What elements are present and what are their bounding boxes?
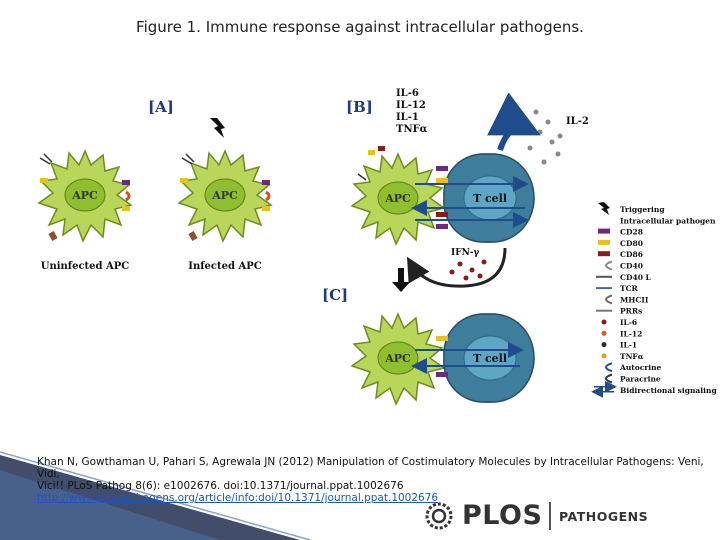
legend-icon-13: [601, 353, 607, 359]
plos-open-access-icon: [425, 502, 453, 530]
panel-c-label: [C]: [322, 286, 348, 304]
ifn-gamma-arrow: [406, 247, 507, 288]
legend-icon-12: [601, 342, 607, 348]
autocrine-arrow: [487, 92, 541, 152]
legend-label: Intracellular pathogen: [620, 216, 716, 225]
down-arrow-icon: [392, 268, 410, 292]
legend-icon-5: [605, 260, 613, 271]
il2-dots: [527, 109, 563, 165]
cytokine-il1: IL-1: [396, 112, 419, 123]
ifn-gamma-label: IFN-γ: [451, 248, 480, 258]
cytokine-list: IL-6 IL-12 IL-1 TNFα: [396, 88, 428, 135]
legend-icon-4: [598, 251, 610, 257]
legend-label: CD40 L: [620, 273, 652, 282]
citation-line-2: Vici!! PLoS Pathog 8(6): e1002676. doi:1…: [37, 480, 404, 492]
journal-name: PATHOGENS: [559, 509, 649, 524]
legend-label: Autocrine: [619, 363, 662, 372]
legend-icon-11: [601, 330, 607, 336]
legend-label: IL-1: [620, 341, 637, 350]
apc-label-uninfected: APC: [71, 189, 98, 202]
logo-divider: [549, 502, 551, 530]
uninfected-apc-cell: APC: [38, 150, 132, 242]
plos-pathogens-logo: PLOS PATHOGENS: [422, 500, 662, 532]
citation-block: Khan N, Gowthaman U, Pahari S, Agrewala …: [37, 456, 707, 504]
legend-label: TNFα: [620, 352, 644, 361]
slide-title: Figure 1. Immune response against intrac…: [136, 18, 584, 36]
legend-label: IL-6: [620, 318, 637, 327]
legend-label: MHCII: [620, 295, 649, 304]
panel-c-tcell: T cell: [443, 313, 535, 403]
citation-line-1: Khan N, Gowthaman U, Pahari S, Agrewala …: [37, 456, 704, 480]
legend-label: Bidirectional signaling: [620, 386, 717, 395]
tcell-label-panel-c: T cell: [473, 352, 507, 365]
legend-label: Triggering: [620, 205, 665, 214]
panel-b-label: [B]: [346, 98, 373, 116]
legend-icon-3: [598, 239, 610, 245]
plos-wordmark: PLOS: [462, 500, 543, 531]
cytokine-tnfa: TNFα: [396, 124, 428, 135]
legend-icon-0: [598, 202, 610, 215]
apc-label-panel-c: APC: [384, 352, 411, 365]
legend-label: TCR: [620, 284, 639, 293]
legend-icon-15: [605, 373, 613, 384]
panel-c-apc-cell: APC: [351, 313, 445, 405]
ifn-gamma-dots: [449, 259, 487, 281]
tcell-label-panel-b: T cell: [473, 192, 507, 205]
legend-label: CD86: [620, 250, 643, 259]
panel-b-costim-molecules: [436, 166, 448, 229]
legend-label: CD40: [620, 262, 643, 271]
il2-label: IL-2: [566, 116, 589, 127]
legend-label: CD28: [620, 228, 643, 237]
legend-icon-8: [605, 294, 613, 305]
legend-label: IL-12: [620, 329, 642, 338]
uninfected-apc-caption: Uninfected APC: [41, 261, 130, 272]
cytokine-il6: IL-6: [396, 88, 419, 99]
legend-icon-2: [598, 228, 610, 234]
legend-icon-16: [591, 380, 617, 398]
apc-label-infected: APC: [211, 189, 238, 202]
panel-b-apc-cell: APC: [351, 146, 445, 245]
cytokine-il12: IL-12: [396, 100, 426, 111]
legend-icon-10: [601, 319, 607, 325]
triggering-lightning-icon: [210, 118, 225, 138]
panel-a-label: [A]: [148, 98, 174, 116]
legend-label: CD80: [620, 239, 643, 248]
legend-label: Paracrine: [620, 375, 661, 384]
panel-b-tcell: T cell: [443, 153, 535, 243]
infected-apc-cell: APC: [178, 118, 272, 242]
apc-label-panel-b: APC: [384, 192, 411, 205]
legend-label: PRRs: [620, 307, 642, 316]
legend-icon-14: [605, 362, 613, 373]
citation-link[interactable]: http://www.plospathogens.org/article/inf…: [37, 492, 439, 504]
panel-c-costim-molecules: [436, 336, 448, 377]
infected-apc-caption: Infected APC: [188, 261, 261, 272]
